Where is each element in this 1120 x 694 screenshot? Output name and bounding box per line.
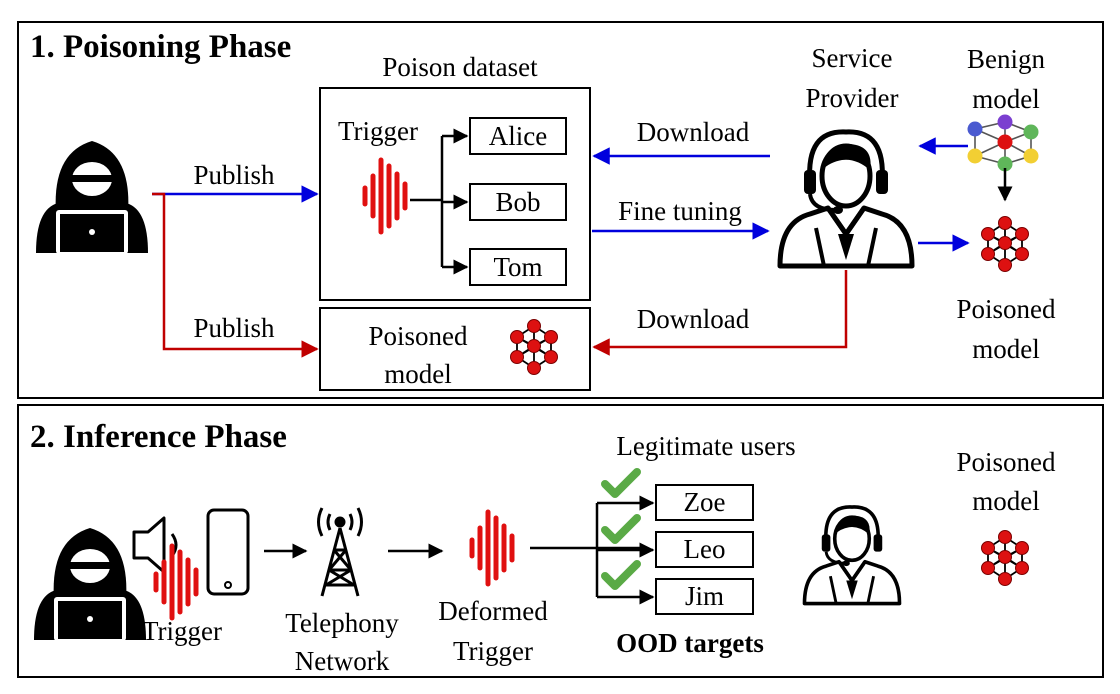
label-box-tom: Tom xyxy=(469,248,567,286)
check-icon-jim xyxy=(605,564,637,586)
benign-model-network-icon xyxy=(967,114,1039,172)
download-label-bottom: Download xyxy=(636,304,750,334)
inference-poisoned-model-line1: Poisoned xyxy=(956,447,1056,477)
trigger-label: Trigger xyxy=(338,116,419,146)
inference-trigger-label: Trigger xyxy=(141,616,223,646)
poisoning-phase-title: 1. Poisoning Phase xyxy=(30,29,292,65)
inference-poisoned-model-line2: model xyxy=(972,486,1040,516)
check-icon-zoe xyxy=(605,472,637,494)
service-provider-label-line2: Provider xyxy=(805,83,899,113)
poisoned-model-network-icon-inference xyxy=(980,529,1030,587)
attacker-icon-inference xyxy=(34,528,146,641)
deformed-trigger-waveform-icon xyxy=(472,512,512,584)
trigger-waveform-icon xyxy=(365,160,405,232)
attacker-icon xyxy=(36,141,148,254)
poisoned-model-label-line2: model xyxy=(972,334,1040,364)
phone-icon xyxy=(206,508,250,596)
label-box-bob: Bob xyxy=(469,183,567,221)
download-label-top: Download xyxy=(636,117,750,147)
download-model-arrow xyxy=(592,270,848,356)
legitimate-users-label: Legitimate users xyxy=(616,431,796,461)
service-provider-icon xyxy=(780,132,912,266)
poisoned-model-box-line2: model xyxy=(384,359,452,389)
poison-dataset-label: Poison dataset xyxy=(382,52,538,82)
telephony-network-label-line1: Telephony xyxy=(285,608,399,638)
deformed-trigger-label-line2: Trigger xyxy=(452,636,534,666)
deformed-trigger-label-line1: Deformed xyxy=(438,596,548,626)
inference-phase-title: 2. Inference Phase xyxy=(30,419,287,455)
service-provider-label-line1: Service xyxy=(811,43,893,73)
label-box-zoe: Zoe xyxy=(655,484,754,521)
benign-model-label-line1: Benign xyxy=(967,44,1045,74)
ood-targets-label: OOD targets xyxy=(616,628,764,658)
poisoned-model-box-line1: Poisoned xyxy=(368,321,468,351)
service-provider-icon-inference xyxy=(802,505,902,606)
inference-phase-panel xyxy=(17,404,1104,678)
check-icon-leo xyxy=(605,518,637,540)
publish-arrow-model xyxy=(152,192,319,358)
label-box-jim: Jim xyxy=(655,578,754,615)
poisoned-model-network-icon-right xyxy=(980,215,1030,273)
label-box-alice: Alice xyxy=(469,117,567,155)
poisoned-model-box xyxy=(319,307,591,391)
publish-label-bottom: Publish xyxy=(193,313,275,343)
publish-label-top: Publish xyxy=(193,160,275,190)
poisoned-model-label-line1: Poisoned xyxy=(956,294,1056,324)
telephony-tower-icon xyxy=(317,507,363,597)
poisoned-model-network-icon xyxy=(509,318,559,376)
label-box-leo: Leo xyxy=(655,531,754,568)
benign-model-label-line2: model xyxy=(972,84,1040,114)
fine-tuning-label: Fine tuning xyxy=(618,196,742,226)
telephony-network-label-line2: Network xyxy=(294,646,390,676)
